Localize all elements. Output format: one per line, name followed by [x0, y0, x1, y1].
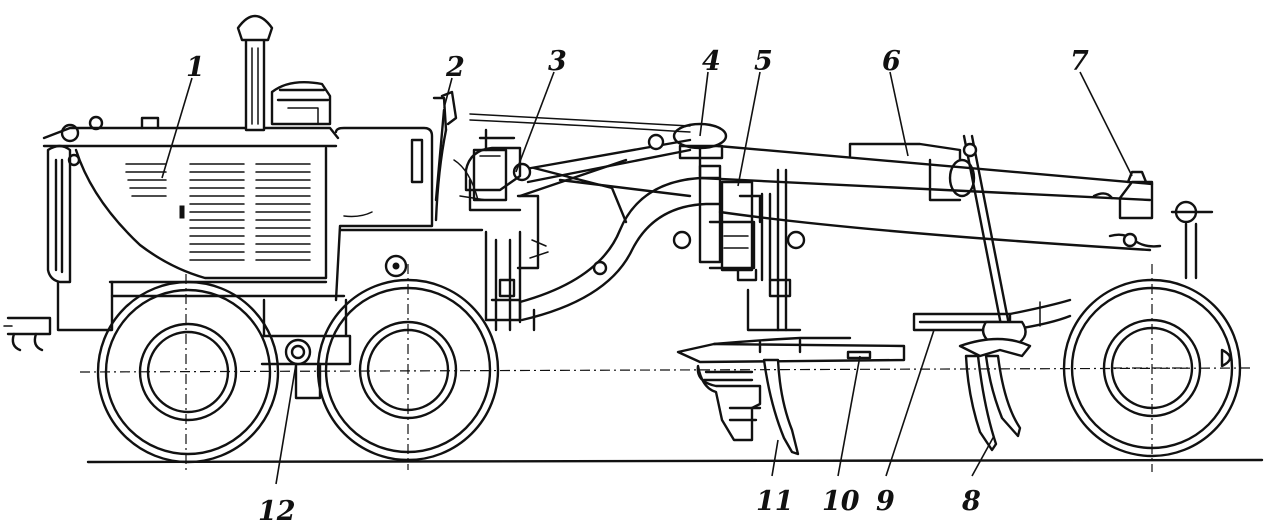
cab — [334, 90, 549, 332]
callout-10: 10 — [822, 486, 860, 517]
top-tank — [848, 142, 976, 202]
callout-12: 12 — [258, 496, 296, 527]
callout-8: 8 — [961, 486, 981, 517]
callout-5: 5 — [754, 46, 773, 77]
ripper — [958, 134, 1032, 452]
drawbar-links — [469, 113, 692, 224]
callout-9: 9 — [876, 486, 895, 517]
control-box — [464, 128, 522, 192]
ground-line — [86, 458, 1264, 464]
leader-lines — [161, 71, 1133, 485]
callout-7: 7 — [1070, 46, 1089, 77]
axis-lines — [79, 264, 1251, 472]
scarifier-front — [696, 358, 800, 456]
balancer-bogie — [260, 254, 408, 400]
blade — [676, 336, 906, 364]
front-axle-mechanism — [786, 170, 1214, 280]
callout-3: 3 — [548, 46, 567, 77]
callout-labels: 1 2 3 4 5 6 7 8 9 10 11 12 — [186, 46, 1089, 527]
callout-2: 2 — [445, 52, 465, 83]
blade-lift-mechanism — [672, 168, 802, 332]
callout-1: 1 — [186, 52, 205, 83]
callout-6: 6 — [882, 46, 901, 77]
steering-wheel — [672, 122, 728, 178]
callout-4: 4 — [702, 46, 721, 77]
callout-11: 11 — [756, 486, 794, 517]
engine-hood — [3, 14, 346, 352]
